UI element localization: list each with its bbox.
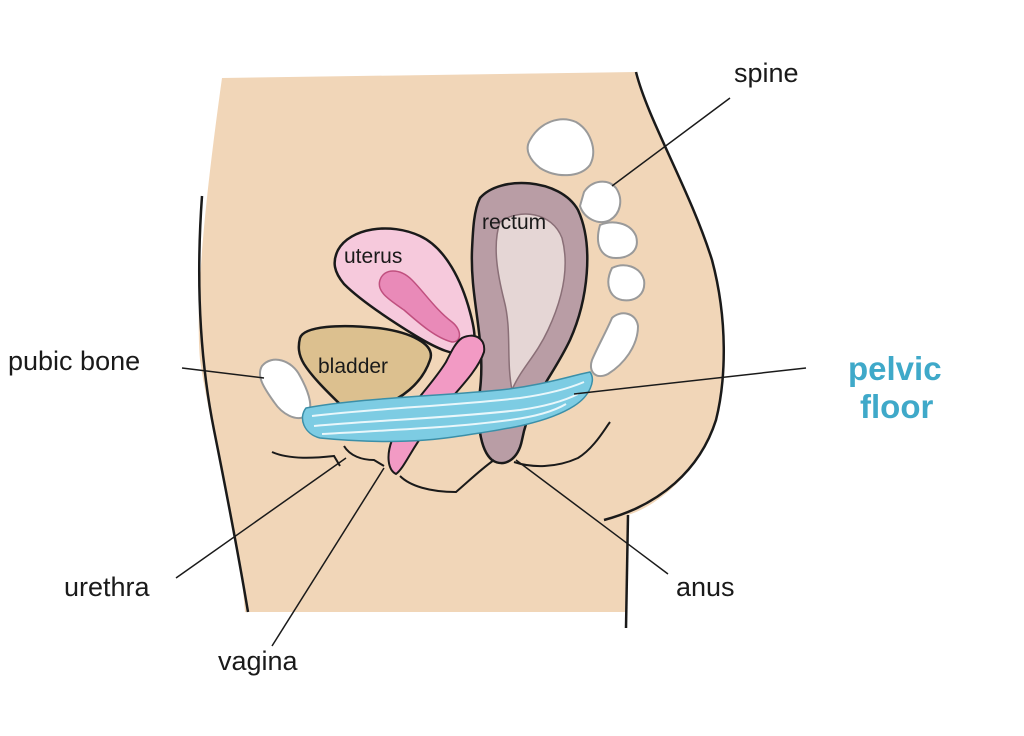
pelvic-floor-label-line1: pelvic: [848, 350, 942, 387]
pelvic-floor-label: pelvic floor: [848, 350, 942, 426]
spine-label: spine: [734, 58, 799, 88]
uterus-inner: [378, 270, 461, 343]
back-outline: [603, 71, 726, 522]
urethra-leader: [175, 457, 347, 579]
muscle-fibers: [311, 381, 585, 435]
leader-lines: [175, 97, 807, 647]
rectum-inner: [495, 213, 566, 393]
bladder-label: bladder: [318, 355, 389, 378]
spine-vertebrae: [526, 118, 646, 378]
vagina-leader: [271, 467, 385, 647]
anus-leader: [515, 459, 669, 575]
vagina-label: vagina: [218, 646, 298, 676]
rectum-label: rectum: [482, 211, 547, 234]
pelvic-floor-muscle: [301, 371, 594, 443]
pubic-bone-leader: [181, 367, 265, 379]
urethra-label: urethra: [64, 572, 150, 602]
uterus-label: uterus: [344, 245, 403, 268]
perineum-outline: [271, 421, 611, 494]
front-outline: [198, 195, 250, 613]
spine-leader: [611, 97, 731, 187]
pelvic-floor-leader: [573, 367, 807, 395]
anus-label: anus: [676, 572, 735, 602]
pubic-bone-label: pubic bone: [8, 346, 141, 376]
pelvic-floor-label-line2: floor: [860, 387, 934, 425]
thigh-back-outline: [624, 514, 630, 629]
